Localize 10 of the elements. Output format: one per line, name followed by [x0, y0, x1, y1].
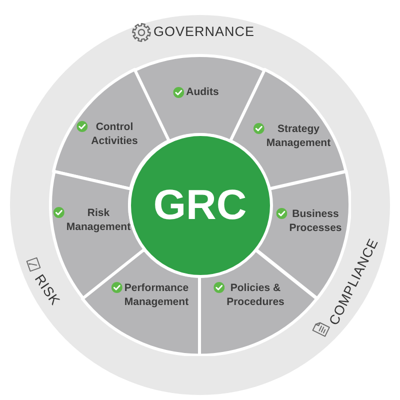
- segment-label: Control Activities: [90, 120, 139, 148]
- segment-label: Risk Management: [66, 206, 131, 234]
- center-title: GRC: [153, 184, 247, 226]
- segment-label: Strategy Management: [266, 122, 331, 150]
- ring-label: GOVERNANCE: [153, 24, 255, 40]
- outer-ring: [10, 15, 390, 395]
- segment-label: Audits: [186, 85, 219, 99]
- segment-label: Business Processes: [289, 206, 342, 235]
- segment-label: Performance Management: [124, 280, 189, 309]
- segment-label: Policies & Procedures: [226, 280, 284, 309]
